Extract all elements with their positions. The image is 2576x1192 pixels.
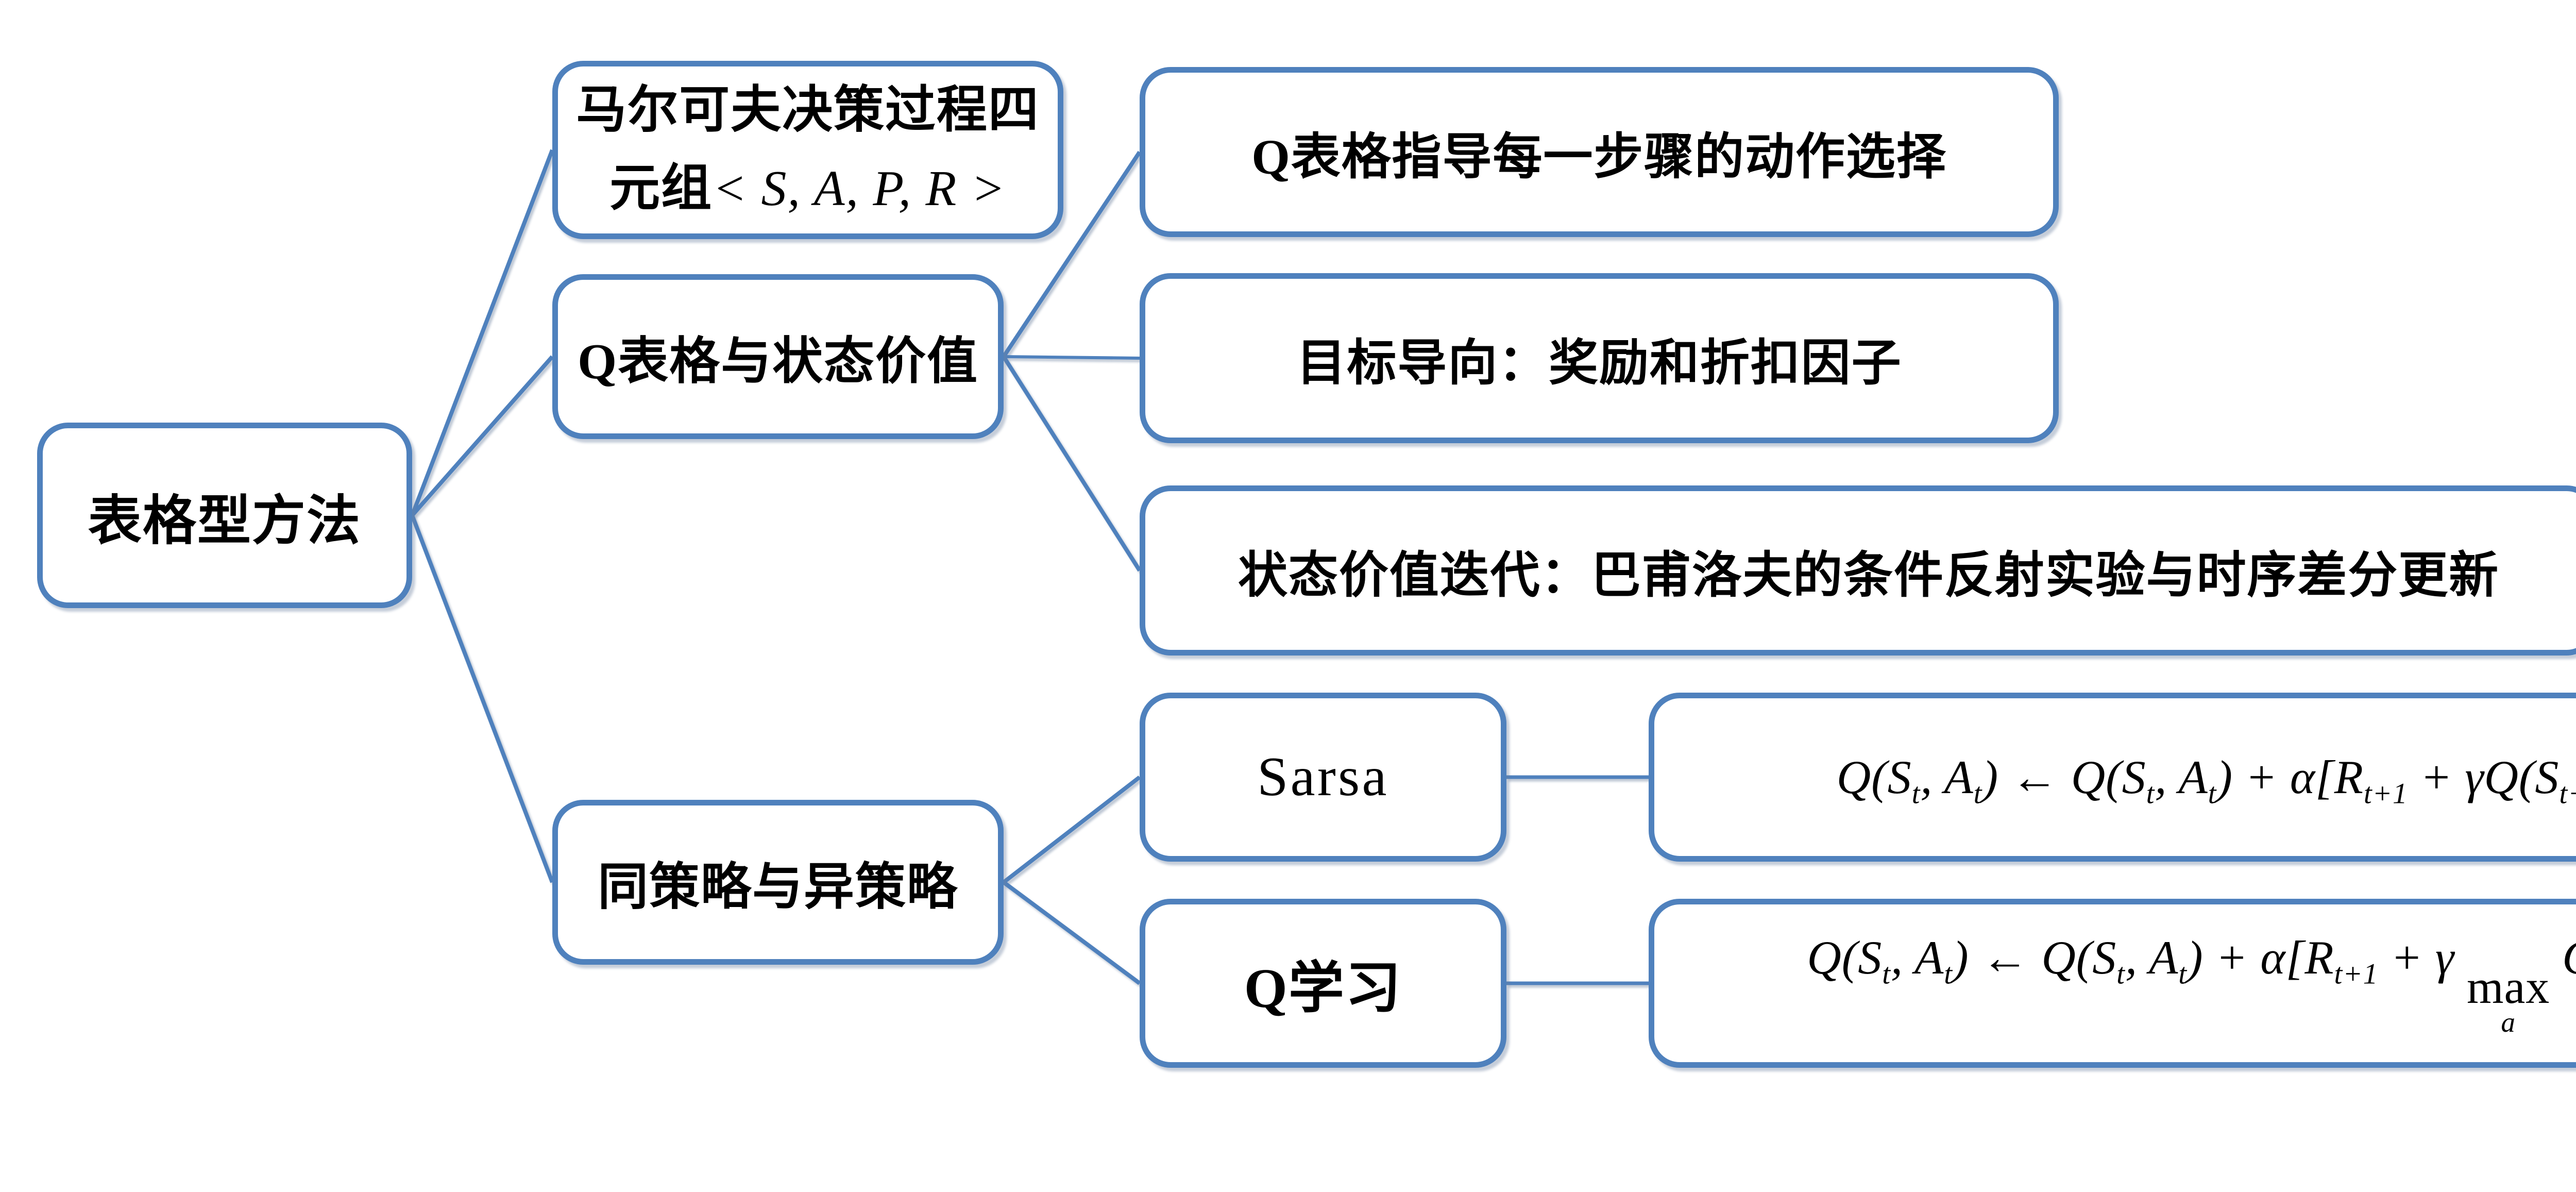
root-node-tabular-methods: 表格型方法 <box>37 423 412 608</box>
root-node-label: 表格型方法 <box>88 491 362 551</box>
node-mdp-label: 马尔可夫决策过程四 元组< S, A, P, R > <box>576 72 1040 228</box>
leaf-state-value-iteration: 状态价值迭代：巴甫洛夫的条件反射实验与时序差分更新 <box>1140 485 2576 656</box>
connector-qtable-to-valueiter <box>1002 355 1142 572</box>
node-mdp-four-tuple: 马尔可夫决策过程四 元组< S, A, P, R > <box>552 61 1063 239</box>
leaf-goal-oriented-reward-discount: 目标导向：奖励和折扣因子 <box>1140 273 2059 443</box>
node-qlearn-label: Q学习 <box>1244 958 1402 1019</box>
connector-root-to-mdp <box>410 149 554 516</box>
node-mdp-label-line2-prefix: 元组 <box>609 161 713 216</box>
leaf-qtable-guides-action-selection: Q表格指导每一步骤的动作选择 <box>1140 67 2059 237</box>
connector-policy-to-sarsa <box>1002 775 1141 884</box>
connector-qtable-to-qguide <box>1002 150 1142 358</box>
node-mdp-label-line1: 马尔可夫决策过程四 <box>576 82 1040 139</box>
leaf-valueiter-label: 状态价值迭代：巴甫洛夫的条件反射实验与时序差分更新 <box>1238 547 2499 603</box>
connector-policy-to-qlearn <box>1002 880 1141 985</box>
connector-root-to-policy <box>410 514 554 883</box>
formula-sarsa-text: Q(St, At) ← Q(St, At) + α[Rt+1 + γQ(St+1… <box>1836 751 2576 810</box>
connector-qtable-to-goal <box>1003 355 1140 360</box>
node-on-policy-off-policy: 同策略与异策略 <box>552 800 1004 965</box>
leaf-goal-label: 目标导向：奖励和折扣因子 <box>1296 335 1902 391</box>
node-sarsa: Sarsa <box>1140 693 1506 862</box>
node-qtable-label: Q表格与状态价值 <box>578 334 978 390</box>
node-policy-label: 同策略与异策略 <box>598 860 958 915</box>
node-q-learning: Q学习 <box>1140 899 1506 1068</box>
connector-root-to-qtable <box>411 355 554 517</box>
leaf-qguide-label: Q表格指导每一步骤的动作选择 <box>1251 129 1947 184</box>
formula-sarsa-update: Q(St, At) ← Q(St, At) + α[Rt+1 + γQ(St+1… <box>1649 693 2576 862</box>
node-sarsa-label: Sarsa <box>1257 746 1389 808</box>
node-mdp-label-tuple-math: < S, A, P, R > <box>713 161 1006 216</box>
node-qtable-state-value: Q表格与状态价值 <box>552 274 1004 439</box>
